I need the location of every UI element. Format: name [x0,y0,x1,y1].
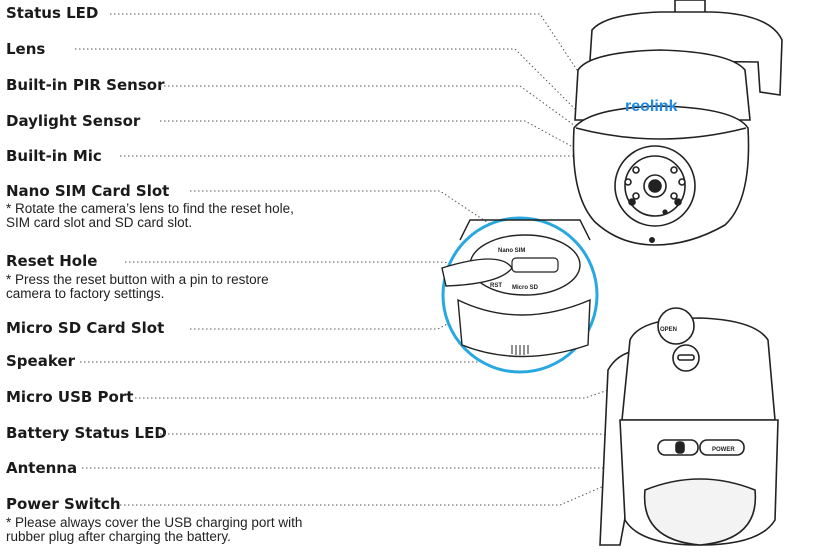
label-power-switch: Power Switch [6,495,121,513]
micro-sd-marking: Micro SD [512,285,539,291]
ir-led-icon [670,166,678,174]
label-reset-hole: Reset Hole [6,252,98,270]
label-micro-usb: Micro USB Port [6,388,134,406]
daylight-sensor-icon [662,209,668,215]
note-nano-sim-1: * Rotate the camera’s lens to find the r… [6,201,294,216]
mic-hole-icon [628,198,636,206]
power-marking: POWER [712,447,735,453]
label-pir-sensor: Built-in PIR Sensor [6,76,165,94]
label-mic: Built-in Mic [6,147,102,165]
leader-pir [160,85,637,171]
leader-mic [120,155,633,201]
brand-logo: reolink [625,98,678,115]
head-seam [575,127,747,140]
camera-front-view [572,0,783,246]
label-nano-sim: Nano SIM Card Slot [6,182,170,200]
magnified-view [441,216,599,374]
magnifier-top-edge [459,219,591,241]
speaker-grille-icon [511,345,529,355]
note-reset-2: camera to factory settings. [6,286,165,301]
power-switch-icon [699,439,745,456]
lens-icon [648,179,662,193]
label-lens: Lens [6,40,46,58]
note-power-2: rubber plug after charging the battery. [6,529,231,544]
nano-sim-marking: Nano SIM [498,248,525,254]
ir-led-icon [632,166,640,174]
upper-housing [574,49,751,121]
camera-rear-view [599,307,779,546]
leader-battery-led [160,433,673,449]
ir-led-icon [678,178,686,186]
leader-micro-usb [135,367,673,399]
label-daylight-sensor: Daylight Sensor [6,112,141,130]
ir-led-icon [632,192,640,200]
label-antenna: Antenna [6,459,78,477]
magnifier-housing [457,298,591,358]
leader-reset [125,261,501,269]
leader-lens [75,48,653,187]
usb-plug-icon [657,307,695,345]
rear-upper-housing [621,317,776,421]
ir-led-icon [670,192,678,200]
label-battery-led: Battery Status LED [6,424,167,442]
label-micro-sd: Micro SD Card Slot [6,319,165,337]
note-nano-sim-2: SIM card slot and SD card slot. [6,215,193,230]
battery-led-icon [675,441,685,454]
pir-sensor-icon [674,198,682,206]
ir-led-icon [624,178,632,186]
sd-card-icon [441,258,513,287]
note-reset-1: * Press the reset button with a pin to r… [6,272,269,287]
usb-slot [677,354,695,361]
label-status-led: Status LED [6,4,99,22]
status-led-icon [648,237,655,244]
open-marking: OPEN [660,327,677,333]
sd-slot [511,257,559,273]
leader-power [120,447,693,506]
label-speaker: Speaker [6,352,75,370]
rst-marking: RST [490,283,502,289]
leader-daylight [160,120,631,179]
rear-lens-dome [643,478,757,546]
leader-micro-sd [190,277,531,330]
note-power-1: * Please always cover the USB charging p… [6,515,303,530]
